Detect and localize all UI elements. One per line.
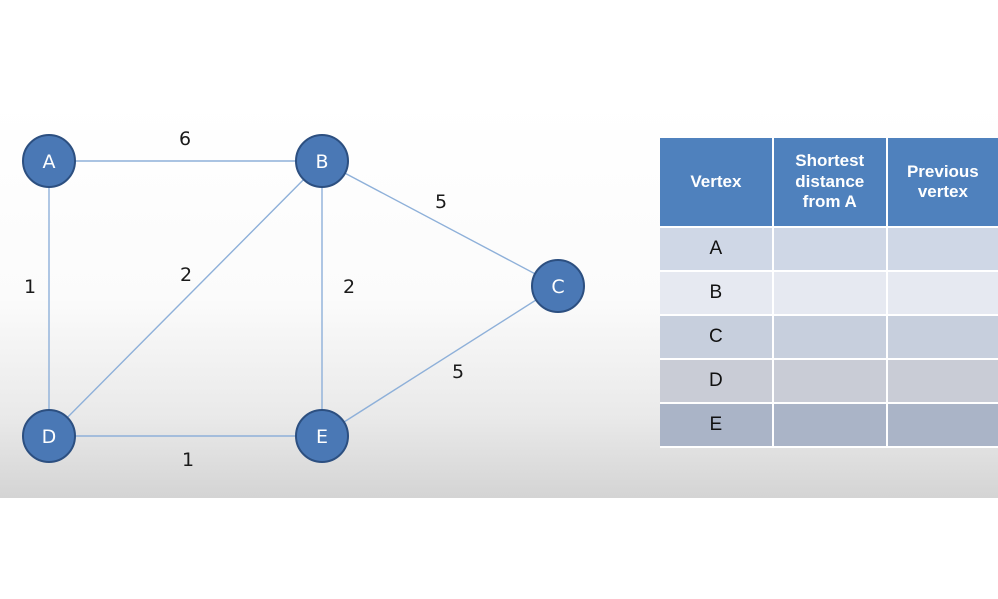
node-b-label: B [315,151,328,173]
node-d-label: D [42,426,57,448]
edge-e-c [321,285,559,437]
vertex-cell: C [660,314,774,360]
weight-a-b: 6 [179,128,191,150]
header-previous-vertex: Previous vertex [885,138,998,228]
node-a: A [22,134,76,188]
vertex-cell: D [660,358,774,404]
vertex-cell: B [660,270,774,316]
weight-b-c: 5 [435,191,447,213]
header-shortest-distance: Shortest distance from A [771,138,888,228]
weight-d-e: 1 [182,449,194,471]
header-vertex: Vertex [660,138,774,228]
node-c-label: C [551,276,564,298]
distance-cell [771,226,888,272]
previous-cell [885,402,998,448]
distance-table: Vertex Shortest distance from A Previous… [660,138,998,448]
vertex-cell: A [660,226,774,272]
node-d: D [22,409,76,463]
distance-cell [771,402,888,448]
table-row: B [660,270,998,316]
weight-a-d: 1 [24,276,36,298]
node-c: C [531,259,585,313]
distance-cell [771,358,888,404]
weight-e-c: 5 [452,361,464,383]
previous-cell [885,358,998,404]
vertex-cell: E [660,402,774,448]
table-row: A [660,226,998,272]
weight-b-d: 2 [180,264,192,286]
weight-b-e: 2 [343,276,355,298]
distance-cell [771,314,888,360]
table-row: E [660,402,998,448]
node-e: E [295,409,349,463]
distance-cell [771,270,888,316]
table-header-row: Vertex Shortest distance from A Previous… [660,138,998,228]
previous-cell [885,270,998,316]
node-b: B [295,134,349,188]
edge-b-d [48,160,323,437]
weighted-graph: 6 1 2 2 5 1 5 A B C D E [22,128,585,471]
previous-cell [885,226,998,272]
previous-cell [885,314,998,360]
edge-b-c [321,160,559,287]
table-row: C [660,314,998,360]
node-a-label: A [43,151,56,173]
table-row: D [660,358,998,404]
node-e-label: E [316,426,328,448]
